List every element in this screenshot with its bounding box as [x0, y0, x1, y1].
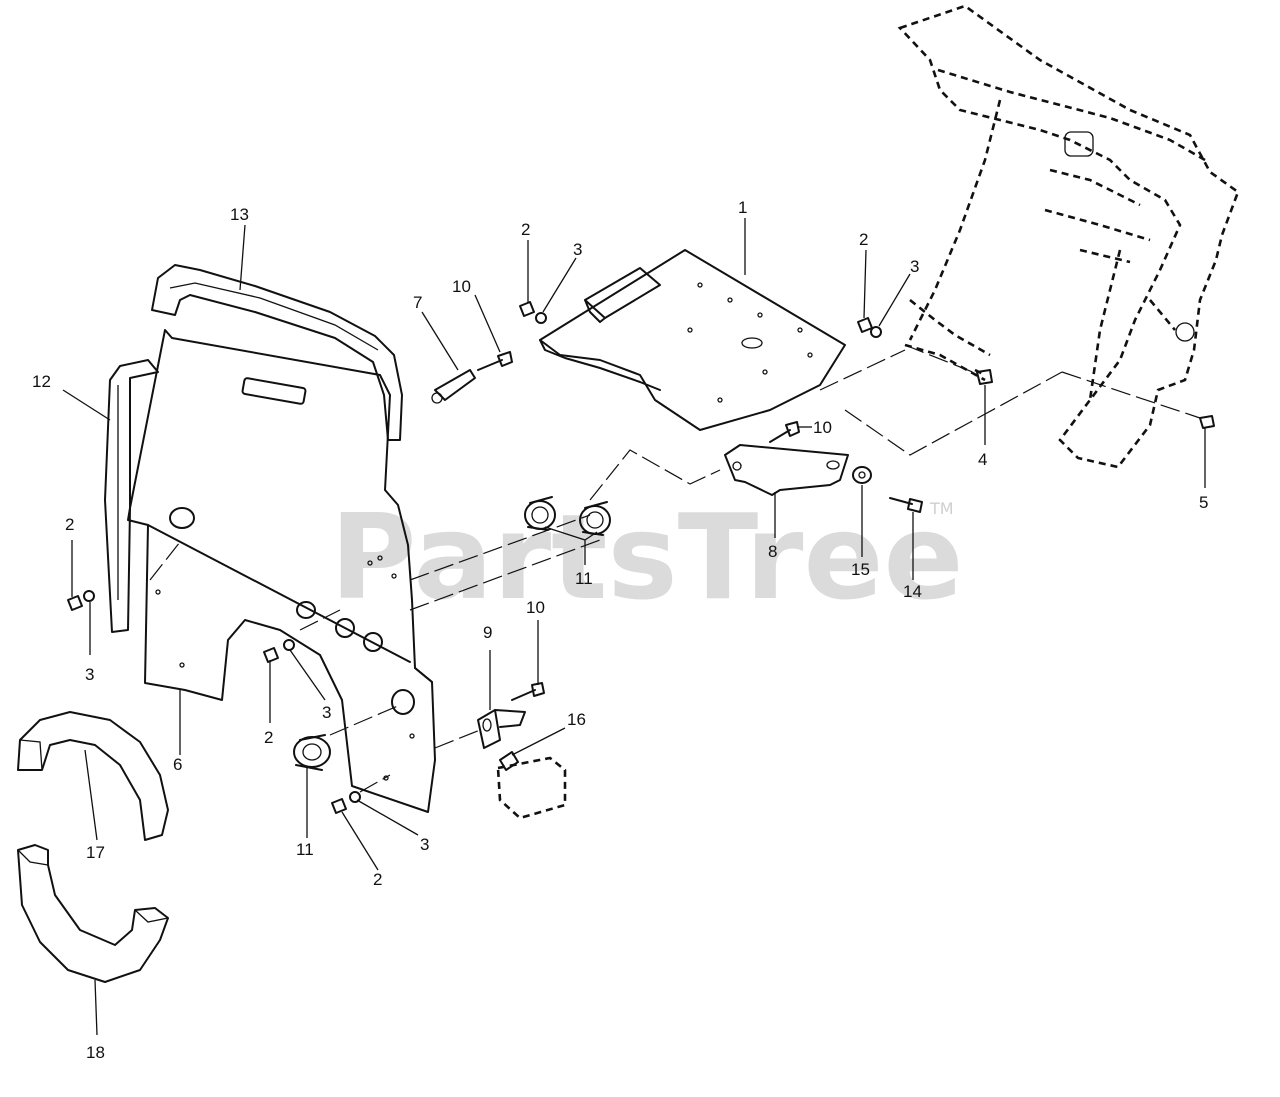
callout-3-left: 3: [85, 665, 94, 684]
part-1-mounting-plate: [539, 249, 846, 431]
callout-12: 12: [32, 372, 51, 391]
part-12-side-trim: [104, 359, 159, 633]
callout-3-top-right: 3: [910, 257, 919, 276]
part-11-bushing-upper-left: [524, 496, 556, 531]
callout-5: 5: [1199, 493, 1208, 512]
part-9-switch-bracket: [477, 709, 526, 749]
part-7-clip: [431, 369, 476, 404]
switch-dashed: [496, 756, 567, 820]
part-8-bracket: [724, 444, 849, 496]
leader-lines: [62, 218, 1206, 1036]
callout-9: 9: [483, 623, 492, 642]
nut-washer-top-right: [857, 317, 882, 338]
part-11-bushing-upper-right: [579, 501, 611, 536]
callout-2-bottom: 2: [373, 870, 382, 889]
callout-7: 7: [413, 293, 422, 312]
part-17-seal-upper: [17, 711, 169, 841]
watermark-trademark: TM: [929, 499, 954, 518]
part-10-bolt-lower: [511, 682, 545, 701]
callout-8: 8: [768, 542, 777, 561]
part-11-bushing-lower: [293, 734, 331, 771]
tractor-body-outline: [897, 4, 1240, 469]
callout-13: 13: [230, 205, 249, 224]
part-13-top-trim: [151, 264, 403, 441]
part-18-seal-lower: [17, 844, 169, 983]
callout-10-middle: 10: [813, 418, 832, 437]
nut-washer-bottom: [331, 791, 361, 814]
callout-2-top-right: 2: [859, 230, 868, 249]
part-10-bolt-middle: [769, 421, 800, 443]
callout-3-bottom: 3: [420, 835, 429, 854]
part-5-screw: [1199, 415, 1215, 429]
callout-3-center: 3: [322, 703, 331, 722]
callout-15: 15: [851, 560, 870, 579]
callout-14: 14: [903, 582, 922, 601]
callout-3-top-left: 3: [573, 240, 582, 259]
callout-11-lower: 11: [296, 840, 314, 859]
nut-washer-center: [263, 639, 295, 663]
part-6-dash-panel: [127, 329, 436, 813]
part-14-bolt: [889, 497, 923, 513]
part-10-bolt-upper: [477, 351, 513, 371]
callout-labels: 1 2 3 2 3 4 5 6 7 8 9 10 10 10 11 11 12 …: [32, 198, 1208, 1062]
part-4-pin: [976, 369, 993, 385]
callout-2-left: 2: [65, 515, 74, 534]
callout-4: 4: [978, 450, 987, 469]
callout-6: 6: [173, 755, 182, 774]
part-15-washer: [852, 466, 872, 484]
callout-17: 17: [86, 843, 105, 862]
nut-washer-left: [67, 590, 95, 611]
callout-2-center: 2: [264, 728, 273, 747]
callout-2-top-left: 2: [521, 220, 530, 239]
callout-11-upper: 11: [575, 569, 593, 588]
callout-18: 18: [86, 1043, 105, 1062]
assembly-lines: [149, 344, 1201, 793]
callout-1: 1: [738, 198, 747, 217]
watermark-text: PartsTree: [330, 488, 964, 626]
callout-10-lower: 10: [526, 598, 545, 617]
callout-16: 16: [567, 710, 586, 729]
nut-washer-top-left: [519, 301, 547, 324]
callout-10-upper: 10: [452, 277, 471, 296]
